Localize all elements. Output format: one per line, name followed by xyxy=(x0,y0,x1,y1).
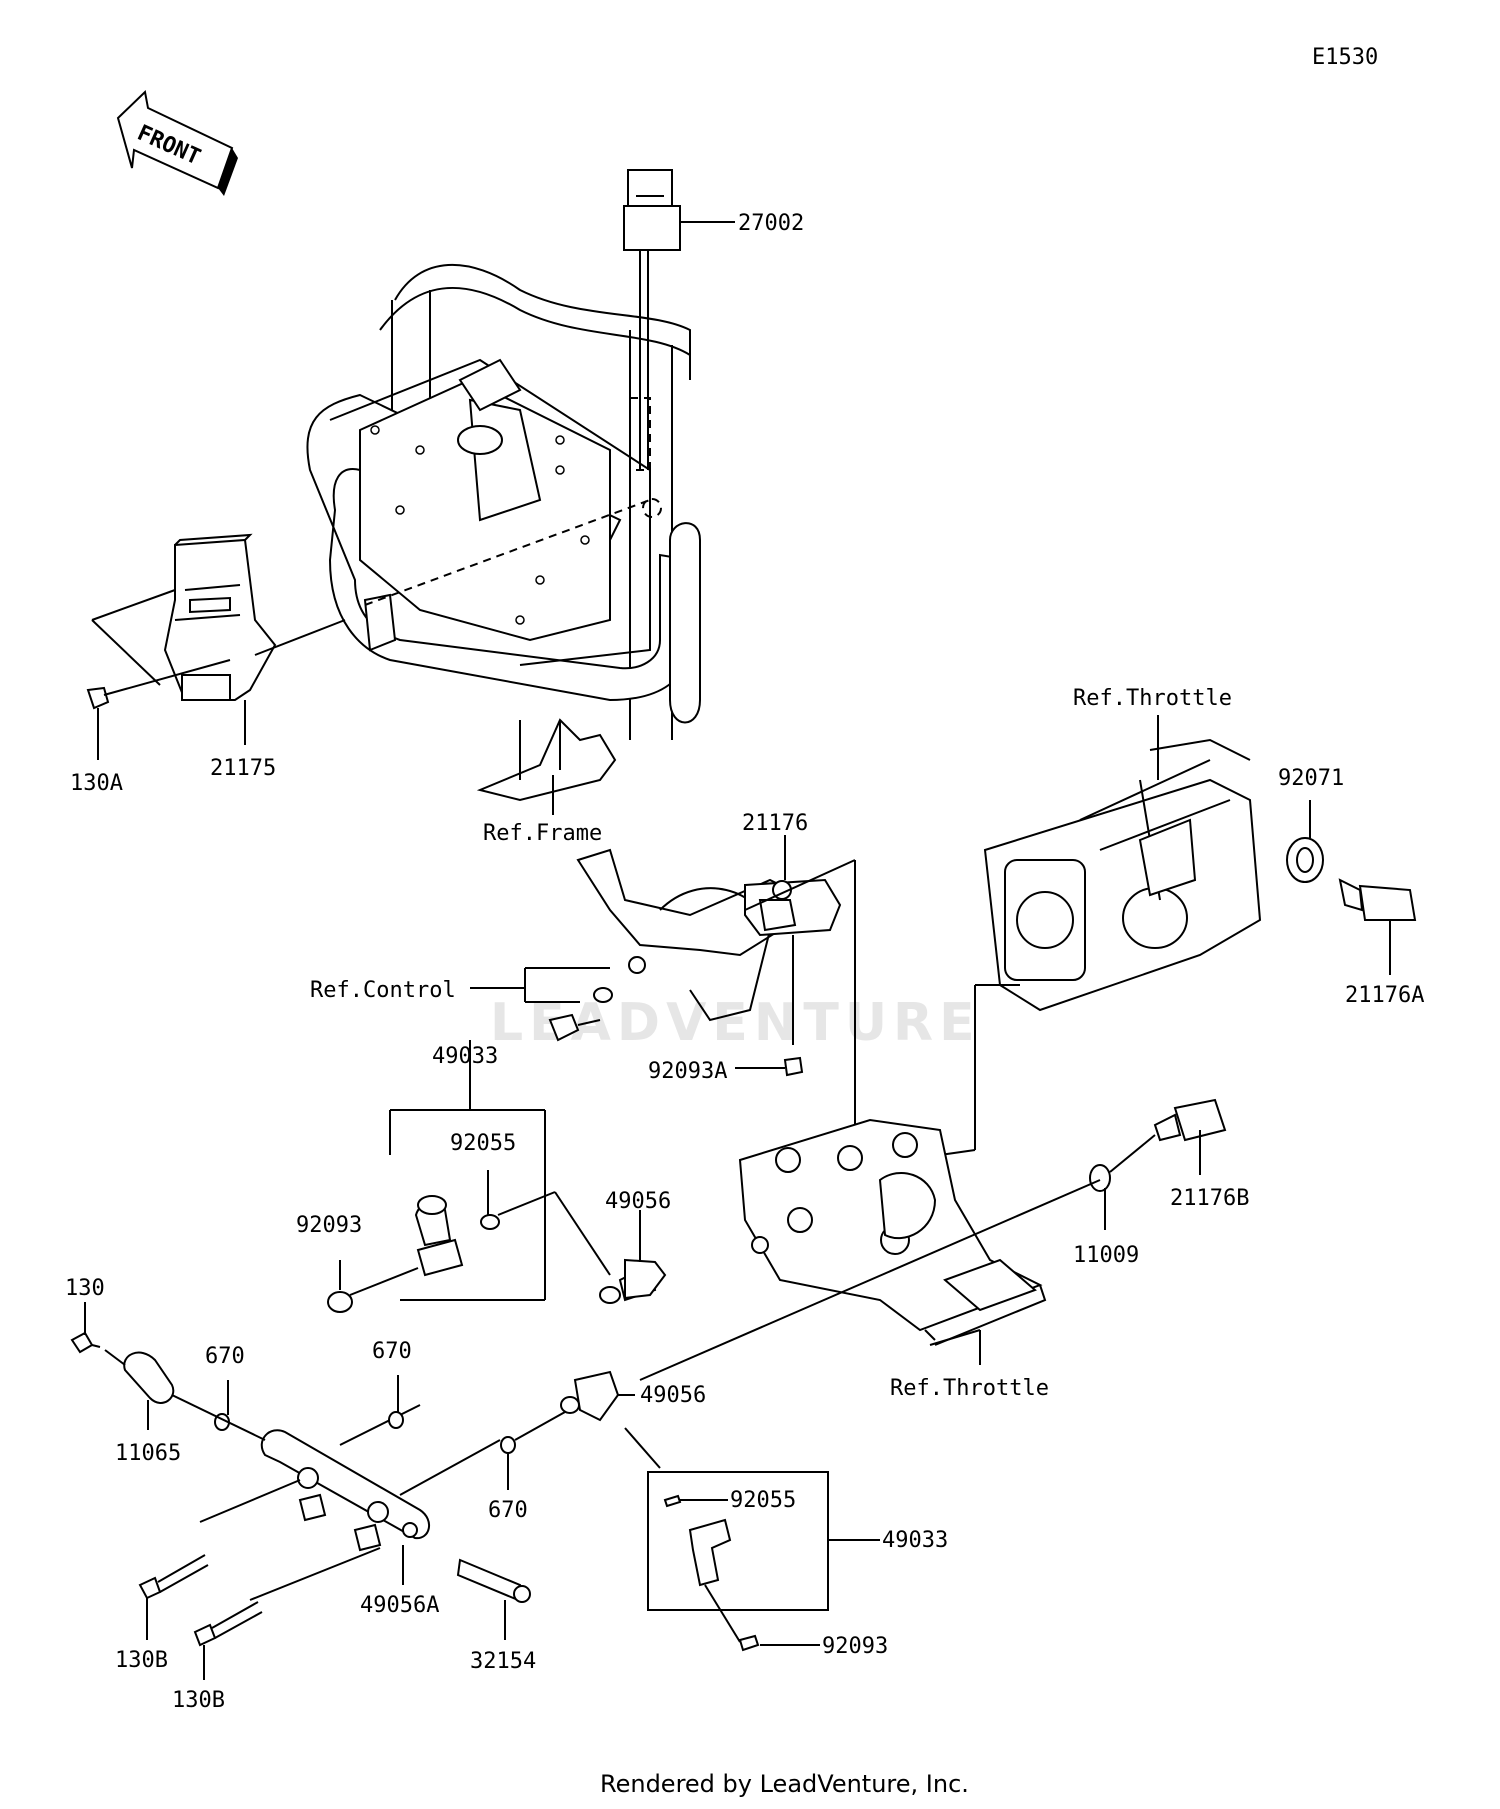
o-rings-670 xyxy=(171,1375,566,1490)
label-92055-top: 92055 xyxy=(450,1131,516,1156)
label-49033-top: 49033 xyxy=(432,1044,498,1069)
label-670-mid: 670 xyxy=(372,1339,412,1364)
label-21175: 21175 xyxy=(210,756,276,781)
injector-set-bottom xyxy=(647,1471,880,1652)
label-130B-a: 130B xyxy=(115,1648,168,1673)
label-ref-throttle-top: Ref.Throttle xyxy=(1073,686,1232,711)
label-27002: 27002 xyxy=(738,211,804,236)
label-92071: 92071 xyxy=(1278,766,1344,791)
label-92093A: 92093A xyxy=(648,1059,727,1084)
diagram-code: E1530 xyxy=(1312,45,1378,70)
bolts-130B xyxy=(138,1554,263,1680)
label-670-low: 670 xyxy=(488,1498,528,1523)
label-21176B: 21176B xyxy=(1170,1186,1249,1211)
footer-credit: Rendered by LeadVenture, Inc. xyxy=(600,1770,969,1798)
label-130B-b: 130B xyxy=(172,1688,225,1713)
label-32154: 32154 xyxy=(470,1649,536,1674)
label-92055-bottom: 92055 xyxy=(730,1488,796,1513)
label-92093-top: 92093 xyxy=(296,1213,362,1238)
label-ref-control: Ref.Control xyxy=(310,978,456,1003)
sensor-21176B xyxy=(639,1098,1227,1381)
label-670-left: 670 xyxy=(205,1344,245,1369)
bolt-130A xyxy=(86,659,231,760)
label-21176A: 21176A xyxy=(1345,983,1424,1008)
sensor-21176A xyxy=(1338,878,1417,975)
label-92093-bottom: 92093 xyxy=(822,1634,888,1659)
label-130: 130 xyxy=(65,1276,105,1301)
label-21176: 21176 xyxy=(742,811,808,836)
label-ref-frame: Ref.Frame xyxy=(483,821,602,846)
ecu-21175 xyxy=(91,533,346,745)
label-ref-throttle-bottom: Ref.Throttle xyxy=(890,1376,1049,1401)
injector-set-top xyxy=(327,1040,611,1313)
frame-illustration xyxy=(306,263,701,802)
label-49056-top: 49056 xyxy=(605,1189,671,1214)
holder-49056-bottom xyxy=(560,1370,661,1469)
relay-27002 xyxy=(623,169,735,470)
label-49056-bottom: 49056 xyxy=(640,1383,706,1408)
label-11009: 11009 xyxy=(1073,1243,1139,1268)
label-11065: 11065 xyxy=(115,1441,181,1466)
throttle-manifold xyxy=(738,1118,1047,1365)
front-arrow-icon: FRONT xyxy=(116,89,238,196)
holder-49056-top xyxy=(599,1210,667,1304)
label-130A: 130A xyxy=(70,771,123,796)
label-49033-bottom: 49033 xyxy=(882,1528,948,1553)
sensor-bracket xyxy=(470,835,856,1150)
throttle-body xyxy=(939,715,1262,1156)
bolt-130 xyxy=(70,1302,175,1430)
fuel-rail-49056A xyxy=(199,1404,501,1601)
seal-92071 xyxy=(1286,800,1324,883)
label-49056A: 49056A xyxy=(360,1593,439,1618)
pipe-32154 xyxy=(456,1558,531,1640)
